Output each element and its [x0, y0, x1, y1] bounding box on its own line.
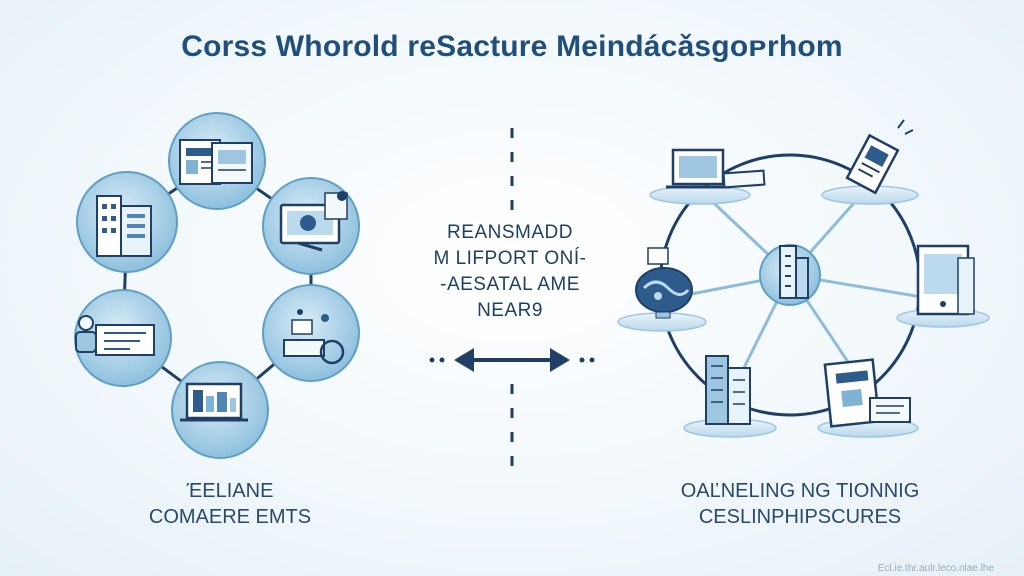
left-node-bottom [171, 361, 269, 459]
right-node-top-right [821, 119, 919, 205]
office-building-icon [96, 195, 152, 257]
right-node-bottom-left [683, 355, 777, 438]
center-label-line-4: NEAR9 [477, 300, 543, 321]
left-node-top [168, 112, 266, 210]
left-node-lower-right [262, 284, 360, 382]
center-label-line-2: M LIFPORT ONÍ- [433, 248, 587, 269]
left-caption-line-2: COMAERE EMTS [148, 506, 312, 528]
right-caption: OAĽNELING NG TIONNIG CESLINPHIPSCURES [640, 478, 960, 530]
center-label-line-1: REANSMADD [447, 222, 573, 243]
laptop-icon [180, 382, 248, 422]
center-label-line-3: -AESATAL AME [440, 274, 580, 295]
double-arrow-icon [429, 348, 595, 372]
skyscraper-icon [705, 355, 751, 425]
city-tower-icon [779, 245, 809, 299]
right-node-right [896, 244, 990, 328]
left-node-lower-left [74, 289, 172, 387]
right-node-bottom-right [817, 358, 919, 438]
center-label: REANSMADD M LIFPORT ONÍ- -AESATAL AME NE… [400, 220, 620, 324]
left-node-upper-left [76, 171, 178, 273]
tablet-icon [916, 244, 975, 316]
document-stack-icon [823, 358, 911, 428]
page-title: Corss Whorold reSacture Meindácǎsɡoᴘrhom [181, 30, 843, 63]
workspace-icon [283, 309, 345, 365]
left-caption-line-1: ΈELIANE [186, 480, 274, 502]
right-caption-line-2: CESLINPHIPSCURES [698, 506, 902, 528]
newspaper-icon [179, 139, 253, 185]
laptop-icon [666, 148, 766, 189]
monitor-icon [279, 191, 348, 252]
map-icon [635, 247, 693, 319]
right-hub [759, 244, 821, 306]
footer-text: Ecl.ie.thr.aulr.leco.nlae.lhe [877, 563, 994, 574]
left-node-upper-right [262, 177, 360, 275]
right-caption-line-1: OAĽNELING NG TIONNIG [680, 480, 920, 502]
team-desk-icon [75, 315, 155, 356]
left-caption: ΈELIANE COMAERE EMTS [110, 478, 350, 530]
right-node-top-left [649, 148, 766, 205]
document-icon [845, 133, 900, 195]
right-node-left [617, 247, 707, 332]
